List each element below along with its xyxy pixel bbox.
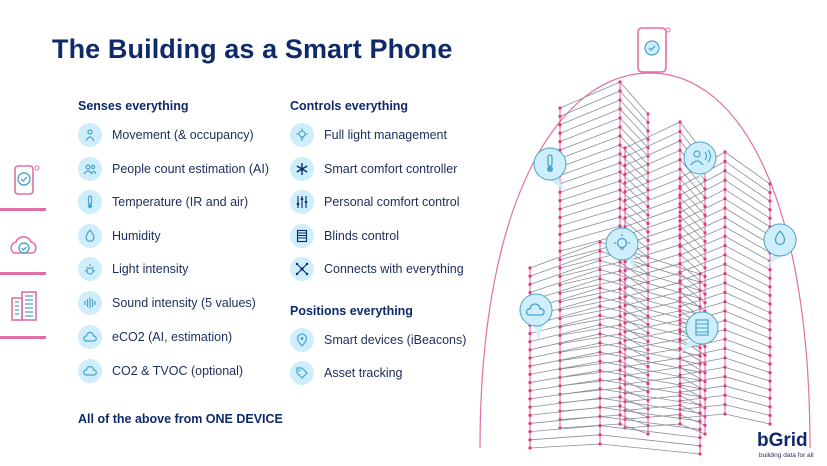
- cloud-icon: [78, 359, 102, 383]
- list-item: Sound intensity (5 values): [78, 290, 256, 316]
- list-item-label: Blinds control: [324, 229, 400, 243]
- positions-heading: Positions everything: [290, 304, 413, 318]
- list-item-label: eCO2 (AI, estimation): [112, 330, 233, 344]
- list-item: Humidity: [78, 223, 161, 249]
- list-item: Connects with everything: [290, 256, 464, 282]
- sound-icon: [78, 291, 102, 315]
- blinds-icon: [290, 224, 314, 248]
- droplet-icon: [78, 224, 102, 248]
- movement-icon: [78, 123, 102, 147]
- list-item-label: Full light management: [324, 128, 447, 142]
- cloud-icon: [78, 325, 102, 349]
- cloud-check-icon: [10, 236, 37, 254]
- bulb-bubble-icon: [605, 227, 639, 270]
- snowflake-icon: [290, 157, 314, 181]
- list-item-label: Smart devices (iBeacons): [324, 333, 467, 347]
- list-item-label: Light intensity: [112, 262, 189, 276]
- droplet-bubble-icon: [763, 223, 797, 268]
- list-item: Smart devices (iBeacons): [290, 327, 466, 353]
- list-item-label: Smart comfort controller: [324, 162, 458, 176]
- thermometer-icon: [78, 190, 102, 214]
- list-item-label: Asset tracking: [324, 366, 403, 380]
- tag-icon: [290, 361, 314, 385]
- list-item-label: Humidity: [112, 229, 161, 243]
- people-icon: [78, 157, 102, 181]
- list-item: eCO2 (AI, estimation): [78, 324, 232, 350]
- list-item-label: CO2 & TVOC (optional): [112, 364, 244, 378]
- network-icon: [290, 257, 314, 281]
- list-item: CO2 & TVOC (optional): [78, 358, 243, 384]
- controls-heading: Controls everything: [290, 99, 409, 113]
- sliders-icon: [290, 190, 314, 214]
- list-item: Smart comfort controller: [290, 156, 457, 182]
- list-item: Movement (& occupancy): [78, 122, 254, 148]
- senses-heading: Senses everything: [78, 99, 189, 113]
- building-icon: [11, 291, 37, 321]
- list-item: People count estimation (AI): [78, 156, 269, 182]
- divider: [0, 208, 46, 211]
- list-item-label: People count estimation (AI): [112, 162, 270, 176]
- list-item: Asset tracking: [290, 360, 403, 386]
- list-item: Blinds control: [290, 223, 399, 249]
- thermometer-bubble-icon: [533, 147, 567, 190]
- location-pin-icon: [290, 328, 314, 352]
- list-item: Light intensity: [78, 256, 188, 282]
- list-item: Full light management: [290, 122, 447, 148]
- bgrid-tagline: building data for all: [759, 452, 814, 459]
- list-item-label: Sound intensity (5 values): [112, 296, 256, 310]
- people-bubble-icon: [683, 141, 717, 186]
- footer-text: All of the above from ONE DEVICE: [78, 412, 283, 426]
- bulb-icon: [290, 123, 314, 147]
- building-floors: [528, 80, 772, 456]
- list-item: Temperature (IR and air): [78, 189, 248, 215]
- list-item-label: Personal comfort control: [324, 195, 460, 209]
- list-item-label: Temperature (IR and air): [112, 195, 249, 209]
- list-item: Personal comfort control: [290, 189, 459, 215]
- blinds-bubble-icon: [678, 311, 719, 354]
- bgrid-logo: bGrid: [757, 430, 808, 451]
- phone-icon: [637, 27, 671, 73]
- page-title: The Building as a Smart Phone: [52, 34, 453, 64]
- sun-icon: [78, 257, 102, 281]
- divider: [0, 336, 46, 339]
- cloud-bubble-icon: [519, 293, 553, 340]
- smartphone-icon: [14, 165, 40, 195]
- list-item-label: Movement (& occupancy): [112, 128, 254, 142]
- divider: [0, 272, 46, 275]
- list-item-label: Connects with everything: [324, 262, 464, 276]
